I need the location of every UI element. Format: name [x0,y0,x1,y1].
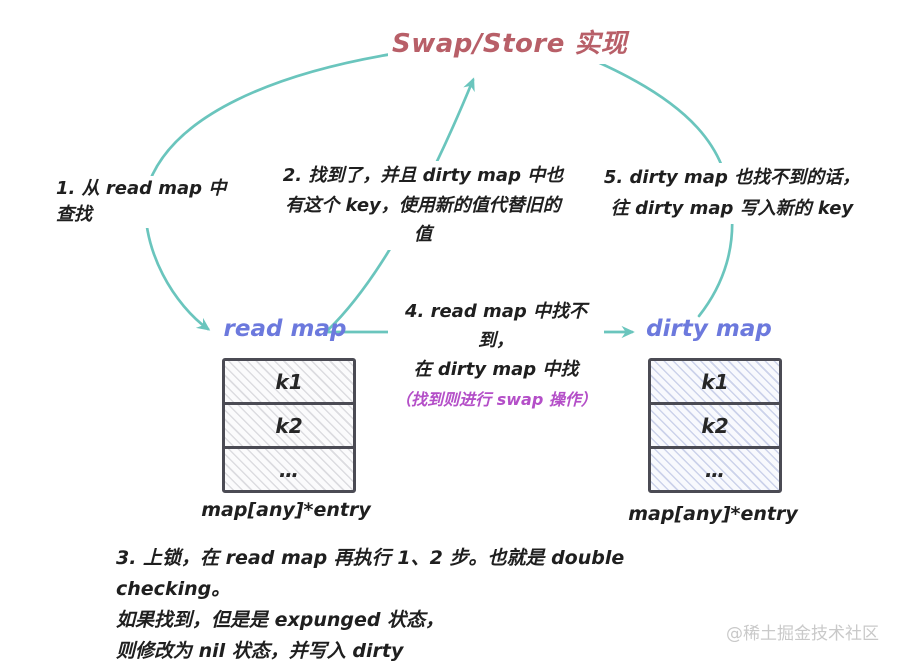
dirty-map-type: map[any]*entry [628,503,798,525]
step5-text: 5. dirty map 也找不到的话， 往 dirty map 写入新的 ke… [598,163,866,225]
step5-line2: 往 dirty map 写入新的 key [610,197,854,219]
dirty-map-cell-k2: k2 [651,405,779,449]
dirty-map-title: dirty map [646,316,772,342]
dirty-map-cell-more: … [651,449,779,490]
dirty-map-cell-k1: k1 [651,361,779,405]
step4-line1: 4. read map 中找不到， [404,301,588,351]
read-map-cell-k2: k2 [225,405,353,449]
step2-text: 2. 找到了，并且 dirty map 中也 有这个 key，使用新的值代替旧的… [278,161,568,251]
step3-line1: 3. 上锁，在 read map 再执行 1、2 步。也就是 double ch… [116,547,625,600]
diagram-title: Swap/Store 实现 [388,26,632,64]
read-map-box: k1 k2 … [222,358,356,493]
step2-line1: 2. 找到了，并且 dirty map 中也 [282,165,564,186]
read-map-cell-k1: k1 [225,361,353,405]
step3-line3: 则修改为 nil 状态，并写入 dirty [116,640,404,662]
read-map-type: map[any]*entry [201,499,371,521]
step3-line2: 如果找到，但是是 expunged 状态， [116,609,445,631]
step4-text: 4. read map 中找不到， 在 dirty map 中找 （找到则进行 … [388,298,604,413]
step2-line2: 有这个 key，使用新的值代替旧的值 [285,194,561,246]
step3-text: 3. 上锁，在 read map 再执行 1、2 步。也就是 double ch… [116,543,676,664]
step1-text: 1. 从 read map 中查找 [56,176,242,229]
read-map-cell-more: … [225,449,353,490]
step4-note: （找到则进行 swap 操作） [395,390,597,410]
read-map-title: read map [223,316,347,342]
arrow-title-to-readmap [143,52,394,331]
dirty-map-box: k1 k2 … [648,358,782,493]
watermark: @稀土掘金技术社区 [726,624,879,644]
step4-line2: 在 dirty map 中找 [413,358,579,380]
step5-line1: 5. dirty map 也找不到的话， [603,167,861,188]
